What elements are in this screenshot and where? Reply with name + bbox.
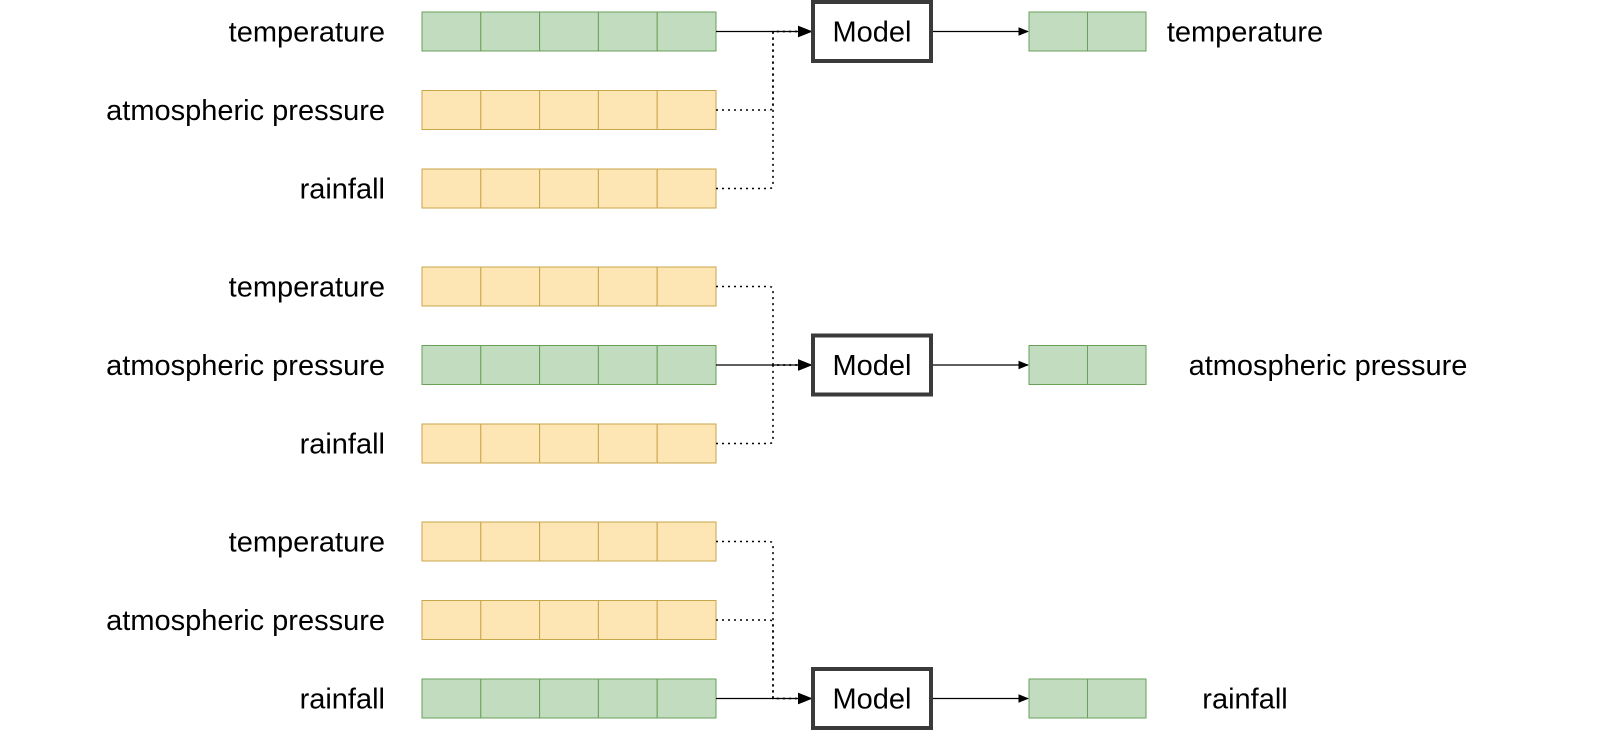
covariate-series-bar-cell xyxy=(421,423,482,464)
forecast-output-bar-cell xyxy=(1087,345,1147,385)
covariate-series-bar-cell xyxy=(656,600,717,640)
group-1: temperature atmospheric pressure rainfall M… xyxy=(106,0,1323,209)
covariate-series-bar-cell xyxy=(656,266,717,307)
target-series-bar-cell xyxy=(539,678,599,719)
target-series-bar-cell xyxy=(421,678,482,719)
model-box xyxy=(811,667,933,730)
forecast-output-bar-cell xyxy=(1087,11,1147,52)
input-label: rainfall xyxy=(300,174,385,206)
covariate-series-bar-cell xyxy=(656,521,717,562)
covariate-series-bar-cell xyxy=(480,168,541,209)
covariate-series-bar-cell xyxy=(656,90,717,130)
covariate-series-bar-cell xyxy=(480,521,541,562)
covariate-series-bar-cell xyxy=(421,90,482,130)
covariate-series-bar xyxy=(421,423,717,464)
covariate-dotted-connector xyxy=(716,540,813,705)
target-series-bar xyxy=(421,678,717,719)
model-label: Model xyxy=(833,350,912,382)
output-label: atmospheric pressure xyxy=(1189,350,1468,382)
input-label: atmospheric pressure xyxy=(106,605,385,637)
covariate-series-bar xyxy=(421,600,717,640)
covariate-series-bar-cell xyxy=(539,521,599,562)
model-label: Model xyxy=(833,17,912,49)
covariate-series-bar xyxy=(421,521,717,562)
covariate-series-bar-cell xyxy=(539,600,599,640)
target-series-bar xyxy=(421,11,717,52)
target-series-bar-cell xyxy=(597,11,658,52)
input-label: temperature xyxy=(229,17,385,49)
covariate-series-bar-cell xyxy=(597,423,658,464)
covariate-dotted-connector xyxy=(716,285,813,371)
target-series-bar-cell xyxy=(656,345,717,385)
forecast-output-bar xyxy=(1028,345,1147,385)
covariate-series-bar-cell xyxy=(539,168,599,209)
target-series-bar-cell xyxy=(597,678,658,719)
covariate-series-bar-cell xyxy=(597,600,658,640)
target-series-bar-cell xyxy=(539,11,599,52)
covariate-series-bar xyxy=(421,90,717,130)
target-series-bar xyxy=(421,345,717,385)
covariate-dotted-connector xyxy=(716,25,813,190)
forecast-output-bar xyxy=(1028,11,1147,52)
covariate-series-bar-cell xyxy=(421,600,482,640)
covariate-series-bar-cell xyxy=(539,266,599,307)
forecast-output-bar-cell xyxy=(1028,11,1088,52)
covariate-series-bar-cell xyxy=(597,521,658,562)
covariate-dotted-connector xyxy=(716,619,813,705)
target-series-bar-cell xyxy=(480,678,541,719)
covariate-series-bar-cell xyxy=(656,168,717,209)
target-series-bar-cell xyxy=(421,11,482,52)
input-label: atmospheric pressure xyxy=(106,350,385,382)
group-3: temperature atmospheric pressure rainfall M… xyxy=(106,521,1288,730)
target-series-bar-cell xyxy=(656,678,717,719)
covariate-series-bar-cell xyxy=(597,168,658,209)
model-box xyxy=(811,333,933,397)
covariate-series-bar-cell xyxy=(480,423,541,464)
covariate-series-bar-cell xyxy=(421,168,482,209)
output-label: temperature xyxy=(1167,17,1323,49)
covariate-dotted-connector xyxy=(716,25,813,111)
covariate-series-bar-cell xyxy=(597,90,658,130)
input-label: temperature xyxy=(229,272,385,304)
target-series-bar-cell xyxy=(539,345,599,385)
group-2: temperature atmospheric pressure rainfall M… xyxy=(106,266,1468,464)
covariate-dotted-connector xyxy=(716,359,813,445)
forecast-output-bar xyxy=(1028,678,1147,719)
covariate-series-bar-cell xyxy=(539,423,599,464)
target-series-bar-cell xyxy=(480,11,541,52)
output-label: rainfall xyxy=(1202,684,1287,716)
input-label: rainfall xyxy=(300,684,385,716)
covariate-series-bar-cell xyxy=(480,600,541,640)
model-label: Model xyxy=(833,684,912,716)
input-label: atmospheric pressure xyxy=(106,95,385,127)
target-series-bar-cell xyxy=(421,345,482,385)
covariate-series-bar xyxy=(421,266,717,307)
covariate-series-bar xyxy=(421,168,717,209)
forecast-output-bar-cell xyxy=(1087,678,1147,719)
covariate-series-bar-cell xyxy=(480,90,541,130)
covariate-series-bar-cell xyxy=(421,266,482,307)
input-label: rainfall xyxy=(300,429,385,461)
target-series-bar-cell xyxy=(480,345,541,385)
covariate-series-bar-cell xyxy=(480,266,541,307)
input-label: temperature xyxy=(229,527,385,559)
model-box xyxy=(811,0,933,63)
covariate-series-bar-cell xyxy=(656,423,717,464)
covariate-series-bar-cell xyxy=(597,266,658,307)
forecast-output-bar-cell xyxy=(1028,678,1088,719)
covariate-series-bar-cell xyxy=(539,90,599,130)
target-series-bar-cell xyxy=(656,11,717,52)
target-series-bar-cell xyxy=(597,345,658,385)
forecast-output-bar-cell xyxy=(1028,345,1088,385)
covariate-series-bar-cell xyxy=(421,521,482,562)
